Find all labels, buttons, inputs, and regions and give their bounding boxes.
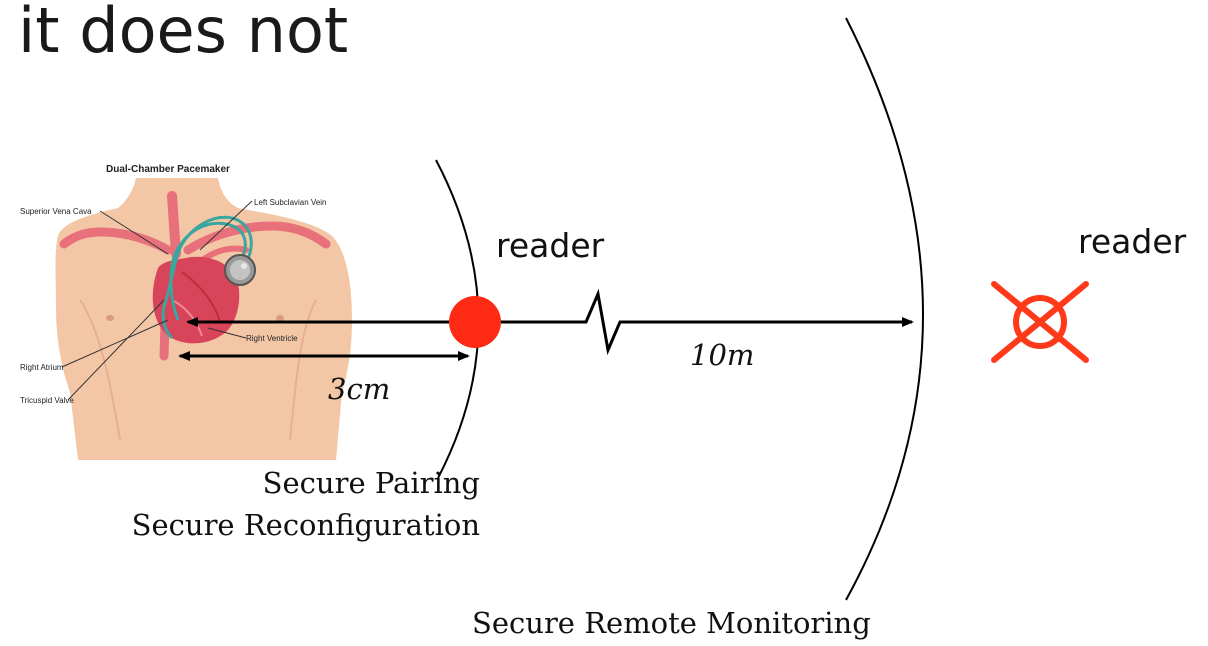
- blocked-far-reader-icon: [991, 281, 1089, 363]
- label-left-subclavian-vein: Left Subclavian Vein: [254, 198, 327, 207]
- zone-near-line1: Secure Pairing: [262, 466, 480, 500]
- near-reader-dot: [449, 296, 501, 348]
- far-range-boundary: [845, 17, 924, 601]
- zone-near-line2: Secure Reconfiguration: [131, 508, 480, 542]
- pacemaker-device: [224, 254, 256, 286]
- zone-far-label: Secure Remote Monitoring: [472, 606, 871, 640]
- pacemaker-illustration: Dual-Chamber Pacemaker Superior Vena Cav…: [20, 164, 352, 460]
- label-right-ventricle: Right Ventricle: [246, 334, 298, 343]
- label-superior-vena-cava: Superior Vena Cava: [20, 207, 92, 216]
- distance-10m-label: 10m: [690, 338, 755, 372]
- label-tricuspid-valve: Tricuspid Valve: [20, 396, 74, 405]
- arrow-10m: [492, 288, 914, 356]
- near-reader-label: reader: [496, 226, 605, 265]
- pacemaker-leads: [161, 215, 253, 340]
- illustration-title: Dual-Chamber Pacemaker: [106, 164, 230, 175]
- slide-heading: it does not: [18, 0, 349, 67]
- distance-3cm-label: 3cm: [328, 372, 391, 406]
- far-reader-label: reader: [1078, 222, 1187, 261]
- label-right-atrium: Right Atrium: [20, 363, 64, 372]
